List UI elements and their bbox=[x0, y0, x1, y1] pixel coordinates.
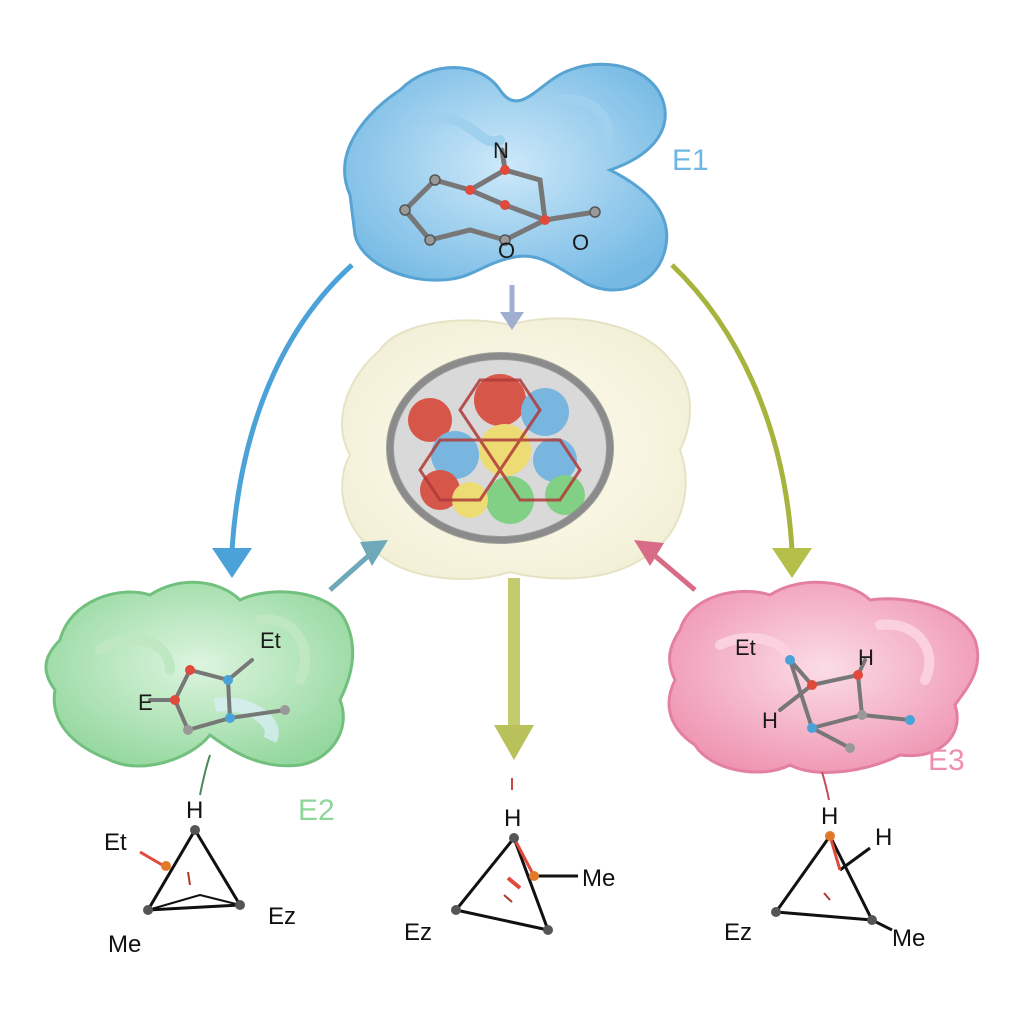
arrow-e1-to-e2 bbox=[229, 263, 354, 551]
arrow-cage-to-product bbox=[508, 578, 520, 728]
product-left: H Et Me Ez bbox=[104, 797, 296, 958]
e3-label: E3 bbox=[928, 744, 965, 777]
arrows bbox=[212, 263, 812, 760]
product-left-ez: Ez bbox=[268, 903, 296, 930]
e1-atom-o-left: O bbox=[498, 238, 515, 263]
product-right-me: Me bbox=[892, 925, 925, 952]
product-left-h: H bbox=[186, 797, 203, 824]
product-right-ez: Ez bbox=[724, 919, 752, 946]
e2-label: E2 bbox=[298, 794, 335, 827]
e3-molecule bbox=[778, 658, 912, 750]
enzyme-e3: Et H H E3 bbox=[667, 580, 980, 801]
product-right-h-apex: H bbox=[821, 803, 838, 830]
e1-atom-n: N bbox=[493, 138, 509, 163]
e2-atom-e: E bbox=[138, 690, 153, 715]
enzyme-e2: Et E E2 bbox=[44, 580, 355, 827]
e2-molecule bbox=[148, 658, 287, 733]
product-center: H Me Ez bbox=[404, 778, 615, 946]
product-left-me: Me bbox=[108, 931, 141, 958]
product-right: H H Ez Me bbox=[724, 803, 925, 952]
product-center-me: Me bbox=[582, 865, 615, 892]
product-center-h: H bbox=[504, 805, 521, 832]
product-left-et: Et bbox=[104, 829, 127, 856]
e3-atom-h-top: H bbox=[858, 645, 874, 670]
product-center-ez: Ez bbox=[404, 919, 432, 946]
e2-atom-et: Et bbox=[260, 628, 281, 653]
e3-atom-et: Et bbox=[735, 635, 756, 660]
e1-label: E1 bbox=[672, 144, 709, 177]
enzyme-e1: N O O E1 bbox=[343, 62, 709, 292]
e1-atom-o-right: O bbox=[572, 230, 589, 255]
e3-atom-h-left: H bbox=[762, 708, 778, 733]
arrow-e3-to-cage bbox=[646, 548, 697, 592]
central-cage bbox=[341, 317, 691, 580]
product-right-h-side: H bbox=[875, 824, 892, 851]
arrow-e1-to-e3 bbox=[670, 263, 795, 551]
